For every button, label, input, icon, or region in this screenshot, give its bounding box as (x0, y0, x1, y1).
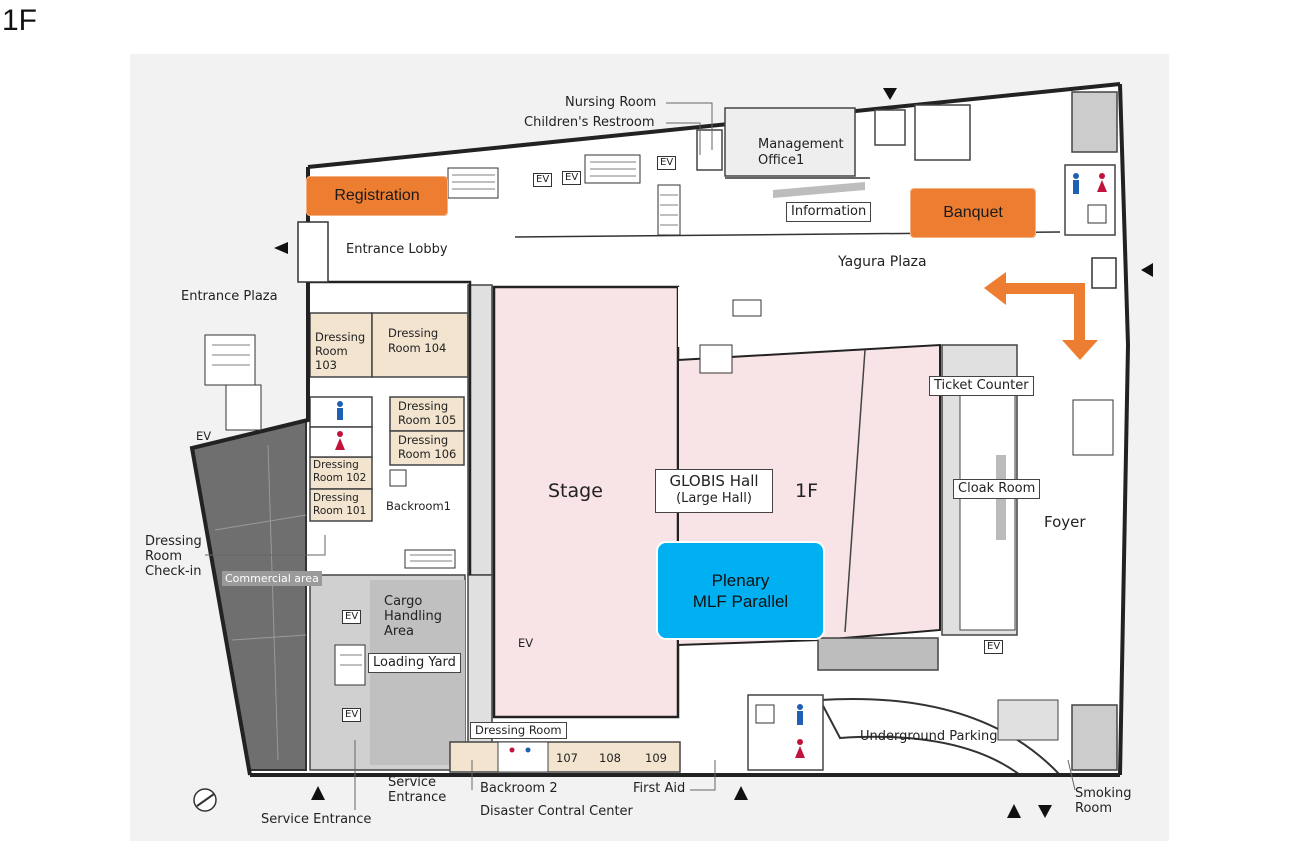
loading-yard-label: Loading Yard (368, 653, 461, 673)
commercial-area-label: Commercial area (222, 571, 322, 586)
dressing-checkin-3: Check-in (145, 564, 202, 579)
room-107-label: 107 (556, 751, 578, 765)
management-office-label-2: Office1 (758, 153, 805, 168)
ev-marker: EV (984, 640, 1004, 654)
cargo-label-1: Cargo (384, 594, 423, 609)
dressing-104-2: Room 104 (388, 341, 447, 355)
backroom-2-label: Backroom 2 (480, 781, 558, 796)
dressing-102-1: Dressing (313, 459, 359, 471)
dressing-room-105 (389, 396, 465, 432)
management-office-label-1: Management (758, 137, 844, 152)
room-109-label: 109 (645, 751, 667, 765)
entrance-plaza-label: Entrance Plaza (181, 289, 278, 304)
floor-title: 1F (2, 4, 38, 37)
hall-floor-label: 1F (795, 480, 819, 502)
stage-area (492, 285, 680, 719)
dressing-102-2: Room 102 (313, 472, 367, 484)
dressing-104-1: Dressing (388, 326, 439, 340)
smoking-room-label-2: Room (1075, 801, 1113, 816)
dressing-103-3: 103 (315, 358, 337, 372)
restroom-icons (335, 173, 1107, 758)
ev-marker: EV (342, 610, 362, 624)
dressing-room-106 (389, 430, 465, 466)
service-entrance-label: Service Entrance (261, 812, 372, 827)
backroom-1-label: Backroom1 (386, 499, 451, 513)
plenary-line1: Plenary (711, 570, 770, 590)
dressing-room-strip-label: Dressing Room (470, 722, 567, 739)
dressing-106-2: Room 106 (398, 447, 457, 461)
dressing-room-104 (371, 312, 469, 378)
dressing-checkin-1: Dressing (145, 534, 202, 549)
ev-marker: EV (533, 173, 553, 187)
underground-parking-label: Underground Parking (860, 729, 998, 744)
service-entrance-inner-1: Service (388, 775, 437, 790)
ev-marker: EV (342, 708, 362, 722)
dressing-room-103 (309, 312, 373, 378)
dressing-101-1: Dressing (313, 492, 359, 504)
ev-marker: EV (657, 156, 677, 170)
childrens-restroom-label: Children's Restroom (524, 115, 655, 130)
hall-subtitle: (Large Hall) (676, 491, 752, 506)
dressing-105-1: Dressing (398, 399, 449, 413)
banquet-badge: Banquet (910, 188, 1036, 238)
cargo-label-3: Area (384, 624, 414, 639)
service-entrance-inner-2: Entrance (388, 790, 447, 805)
stage-label: Stage (548, 480, 603, 502)
dressing-103-2: Room (315, 344, 348, 358)
hall-name: GLOBIS Hall (669, 472, 759, 490)
cargo-label-2: Handling (384, 609, 442, 624)
disaster-center-label: Disaster Contral Center (480, 804, 633, 819)
dressing-room-102 (309, 456, 373, 490)
direction-arrow (984, 272, 1098, 360)
dressing-room-101 (309, 488, 373, 522)
foyer-label: Foyer (1044, 513, 1086, 531)
nursing-room-label: Nursing Room (565, 95, 657, 110)
first-aid-label: First Aid (633, 781, 686, 796)
globis-hall-label: GLOBIS Hall (Large Hall) (655, 469, 773, 513)
registration-badge: Registration (306, 176, 448, 216)
dressing-103-1: Dressing (315, 330, 366, 344)
plenary-line2: MLF Parallel (692, 591, 789, 611)
yagura-plaza-label: Yagura Plaza (838, 254, 927, 270)
room-108-label: 108 (599, 751, 621, 765)
ticket-counter-label: Ticket Counter (929, 376, 1034, 396)
commercial-area-block (190, 418, 307, 771)
ev-marker: EV (562, 171, 582, 185)
plenary-badge: Plenary MLF Parallel (656, 541, 825, 640)
ev-text: EV (196, 429, 212, 443)
information-label: Information (786, 202, 872, 222)
entrance-lobby-label: Entrance Lobby (346, 242, 448, 257)
dressing-checkin-2: Room (145, 549, 183, 564)
dressing-106-1: Dressing (398, 433, 449, 447)
cloak-room-label: Cloak Room (953, 479, 1041, 499)
dressing-101-2: Room 101 (313, 505, 367, 517)
ev-text: EV (518, 636, 534, 650)
smoking-room-label-1: Smoking (1075, 786, 1132, 801)
dressing-105-2: Room 105 (398, 413, 457, 427)
